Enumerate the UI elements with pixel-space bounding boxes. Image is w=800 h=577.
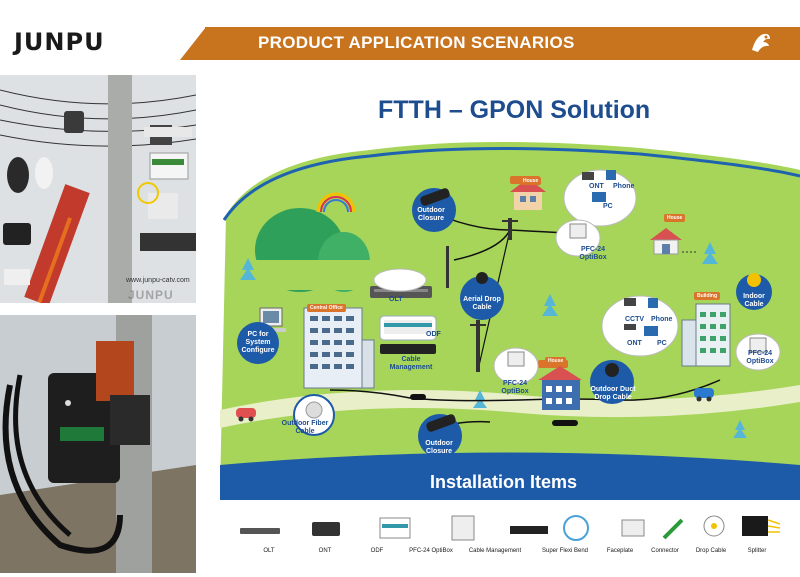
- website-url: www.junpu-catv.com: [126, 277, 190, 284]
- label-pc-right: PC: [657, 340, 667, 347]
- label-house-right: House: [664, 214, 686, 222]
- label-cable-management: Cable Management: [389, 356, 433, 371]
- label-outdoor-closure-bottom: Outdoor Closure: [425, 440, 453, 455]
- page-title: PRODUCT APPLICATION SCENARIOS: [258, 33, 575, 52]
- install-item-drop-cable: Drop Cable: [695, 548, 727, 554]
- label-phone-top: Phone: [613, 183, 635, 190]
- install-item-connector: Connector: [651, 548, 679, 554]
- label-house-top: House: [520, 177, 542, 185]
- diagram-title: FTTH – GPON Solution: [378, 96, 651, 124]
- label-ont-top: ONT: [589, 183, 604, 190]
- install-item-ont: ONT: [318, 548, 332, 554]
- label-indoor-cable: Indoor Cable: [743, 293, 765, 308]
- install-item-splitter: Splitter: [747, 548, 767, 554]
- closure-install-photo: [0, 315, 196, 573]
- install-item-faceplate: Faceplate: [606, 548, 634, 554]
- label-aerial-drop: Aerial Drop Cable: [463, 296, 501, 311]
- banner-cut: [180, 27, 206, 60]
- hand-logo-icon: [752, 33, 770, 52]
- label-phone-right: Phone: [651, 316, 673, 323]
- label-central-office: Central Office: [307, 304, 346, 312]
- install-item-pfc: PFC-24 OptiBox: [409, 548, 453, 554]
- label-pfc-right: PFC-24 OptiBox: [746, 350, 774, 365]
- junpu-logo: JUNPU: [14, 28, 105, 56]
- install-item-odf: ODF: [370, 548, 384, 554]
- label-ont-right: ONT: [627, 340, 642, 347]
- installation-items-title: Installation Items: [430, 472, 578, 492]
- install-item-olt: OLT: [263, 548, 275, 554]
- label-pc-config: PC for System Configure: [241, 331, 275, 354]
- photo-watermark: JUNPU: [128, 288, 174, 302]
- title-banner: [205, 27, 733, 60]
- label-pfc-mid: PFC-24 OptiBox: [501, 380, 529, 395]
- label-olt: OLT: [389, 296, 403, 303]
- label-outdoor-closure-top: Outdoor Closure: [417, 207, 445, 222]
- label-pc-top: PC: [603, 203, 613, 210]
- install-item-cable-management: Cable Management: [468, 548, 522, 554]
- label-pfc-top: PFC-24 OptiBox: [579, 246, 607, 261]
- label-building: Building: [694, 292, 720, 300]
- ftth-diagram: [220, 80, 800, 577]
- utility-pole-photo: [0, 75, 196, 303]
- label-outdoor-fiber: Outdoor Fiber Cable: [281, 420, 329, 435]
- label-house-mid: House: [545, 357, 567, 365]
- install-item-super-flexi-bend: Super Flexi Bend: [541, 548, 589, 554]
- label-outdoor-duct: Outdoor Duct Drop Cable: [590, 386, 636, 401]
- label-odf: ODF: [426, 331, 441, 338]
- label-cctv: CCTV: [625, 316, 645, 323]
